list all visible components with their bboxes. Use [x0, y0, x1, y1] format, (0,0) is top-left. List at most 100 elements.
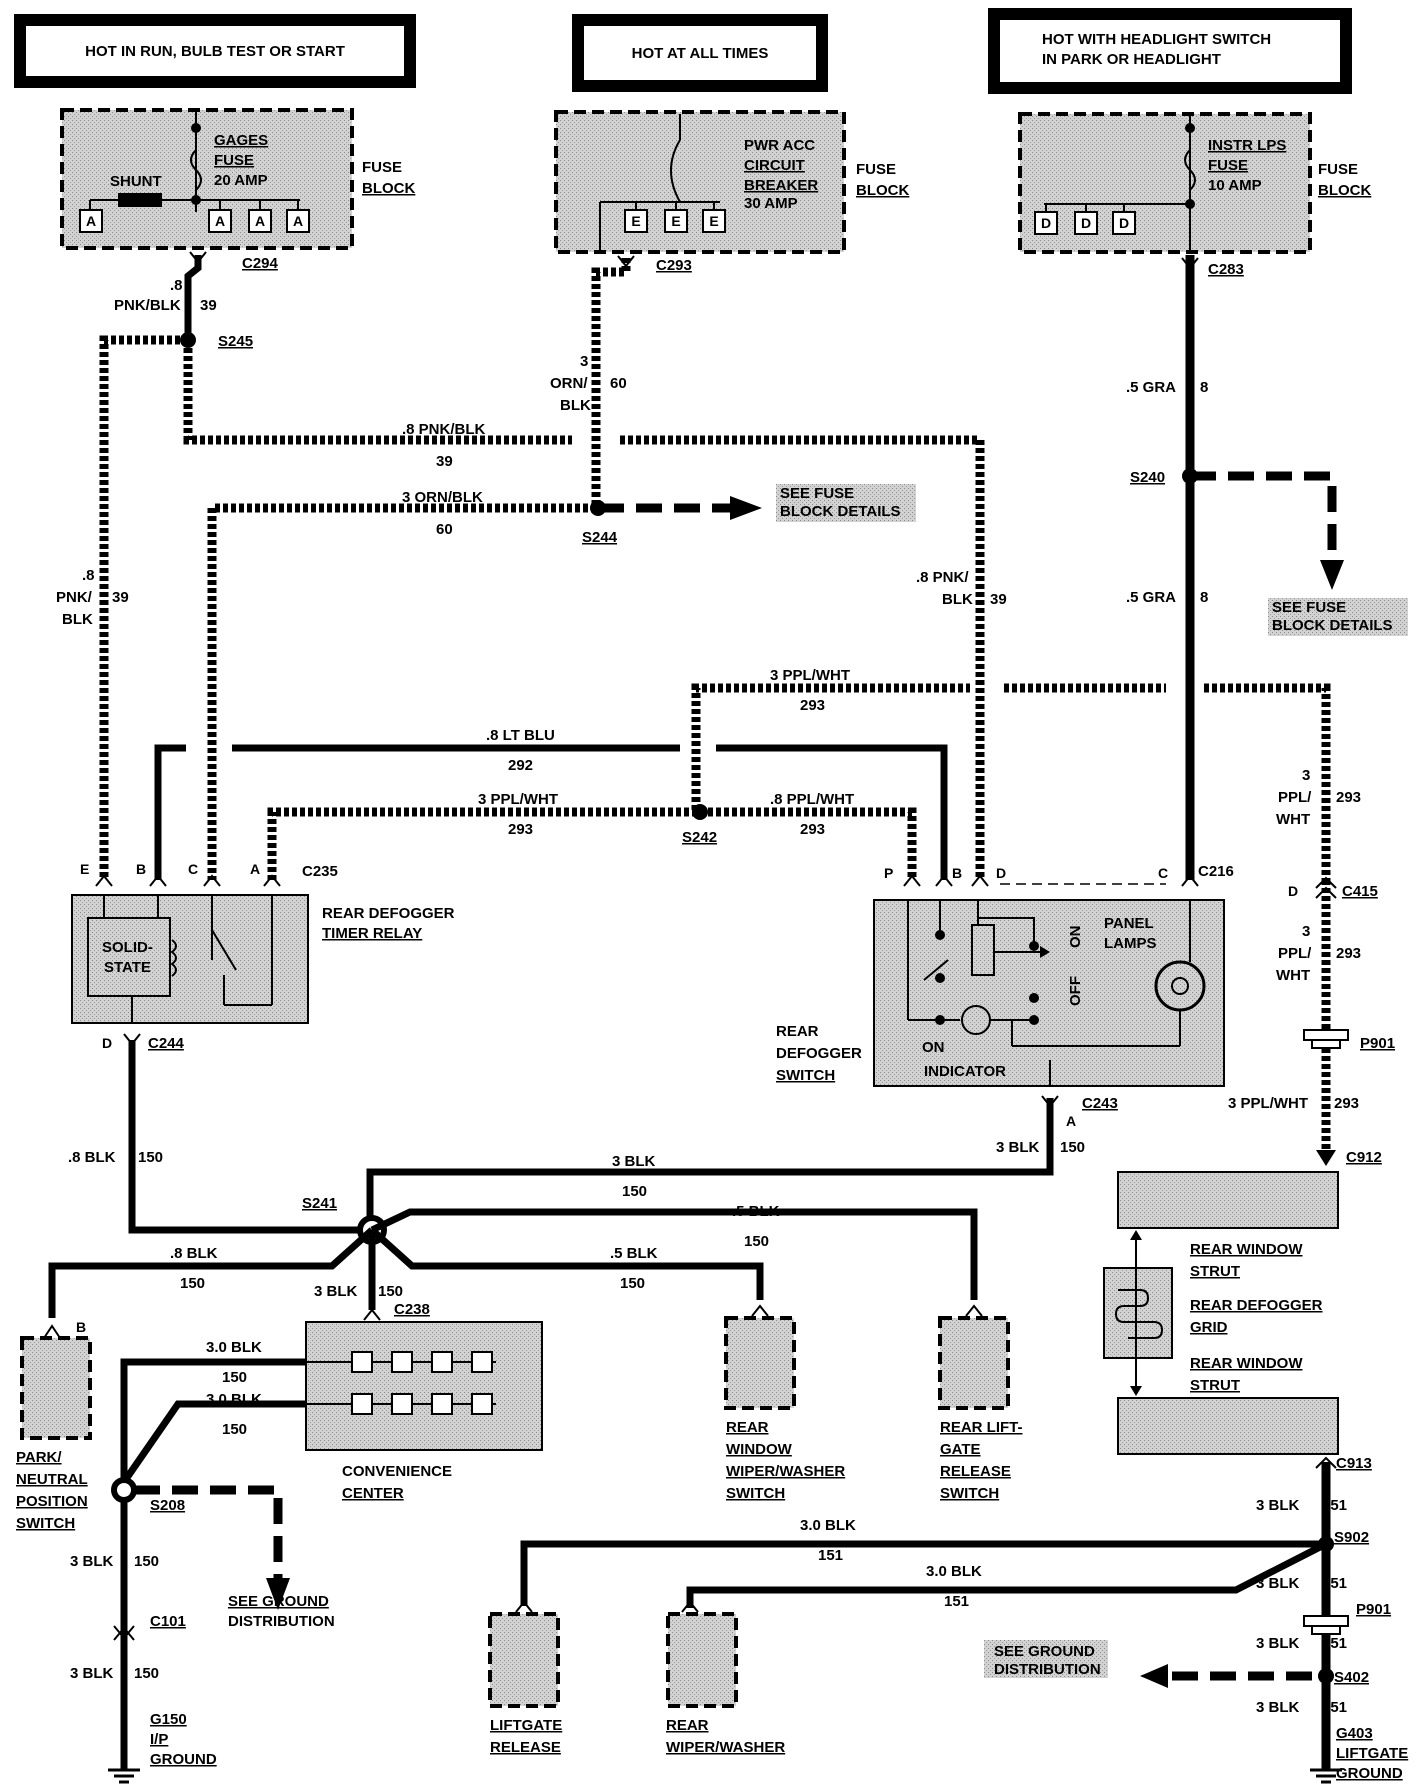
rear-wiper-washer-label-1: REAR	[666, 1717, 709, 1734]
wire-label-39-left-size: .8	[82, 567, 95, 584]
wire-293-lower	[267, 807, 917, 880]
fuse-pin-a2	[208, 209, 232, 233]
header-run-box: HOT IN RUN, BULB TEST OR START	[14, 14, 416, 88]
fuse-block-pwr-acc: E E E PWR ACC CIRCUIT BREAKER 30 AMP	[554, 110, 846, 254]
strut-lower-label-1: REAR WINDOW	[1190, 1355, 1303, 1372]
wire-label-293-switch: .8 PPL/WHT	[770, 791, 854, 808]
on-indicator-label-2: INDICATOR	[924, 1063, 1006, 1080]
connector-p901-lower-label: P901	[1356, 1601, 1391, 1618]
grid-label-2: GRID	[1190, 1319, 1228, 1336]
fuse-block-label-2a: FUSE	[856, 161, 896, 178]
fuse-block-label-1a: FUSE	[362, 159, 402, 176]
wire-label-293-switch-circuit: 293	[800, 821, 825, 838]
wire-label-151-wiper: 3.0 BLK	[926, 1563, 982, 1580]
wire-label-150-wiper-circuit: 150	[620, 1275, 645, 1292]
lift-switch-label-3: RELEASE	[940, 1463, 1011, 1480]
fuse-pin-a1	[79, 209, 103, 233]
timer-relay-label-1: REAR DEFOGGER	[322, 905, 455, 922]
wire-label-293-lower: 3 PPL/WHT	[478, 791, 558, 808]
rear-window-strut-lower	[1117, 1397, 1339, 1455]
park-label-4: SWITCH	[16, 1515, 75, 1532]
wire-label-293-c415-color: PPL/	[1278, 945, 1312, 962]
wire-150-lift-switch	[370, 1208, 978, 1300]
c235-pin-a-label: A	[250, 861, 260, 877]
wire-label-151-s902-circuit: 151	[1322, 1575, 1347, 1592]
fuse-block-label-1b: BLOCK	[362, 180, 415, 197]
wire-label-150-s208-circuit: 150	[134, 1553, 159, 1570]
wire-label-39-top-circuit: 39	[436, 453, 453, 470]
c415-mark	[1315, 876, 1337, 899]
wire-label-150-conv-circuit: 150	[378, 1283, 403, 1300]
wire-60-left	[207, 503, 596, 880]
c243-pin-a-label: A	[1066, 1113, 1076, 1129]
wire-label-60-blk: BLK	[560, 397, 591, 414]
wire-label-39-circuit: 39	[200, 297, 217, 314]
lift-switch-pin	[965, 1304, 983, 1317]
liftgate-release-label-2: RELEASE	[490, 1739, 561, 1756]
wire-label-150-c243-circuit: 150	[1060, 1139, 1085, 1156]
fuse-details-note-1b: BLOCK DETAILS	[780, 503, 901, 520]
wire-label-39-color: PNK/BLK	[114, 297, 181, 314]
ground-note-2a: SEE GROUND	[994, 1643, 1095, 1660]
rear-wiper-washer-label-2: WIPER/WASHER	[666, 1739, 785, 1756]
ground-g403-label: G403	[1336, 1725, 1373, 1742]
wire-label-293-c415-circuit: 293	[1336, 945, 1361, 962]
splice-s240-label: S240	[1130, 469, 1165, 486]
wire-label-151-wiper-circuit: 151	[944, 1593, 969, 1610]
convenience-center-label-1: CONVENIENCE	[342, 1463, 452, 1480]
wire-label-150-conv: 3 BLK	[314, 1283, 358, 1300]
wire-label-8-lower: .5 GRA	[1126, 589, 1176, 606]
ground-note-2b: DISTRIBUTION	[994, 1661, 1101, 1678]
wire-151-liftgate	[520, 1540, 1326, 1606]
wire-label-293-right-size: 3	[1302, 767, 1310, 784]
connector-p901-upper-label: P901	[1360, 1035, 1395, 1052]
connector-c238-label: C238	[394, 1301, 430, 1318]
header-headlight-text-1: HOT WITH HEADLIGHT SWITCH	[1042, 31, 1271, 48]
wire-151-wiper	[686, 1540, 1328, 1608]
wire-label-151-p901-circuit: 151	[1322, 1635, 1347, 1652]
header-run-text: HOT IN RUN, BULB TEST OR START	[85, 43, 345, 60]
wire-39-top	[183, 340, 572, 445]
c216-pin-d-label: D	[996, 865, 1006, 881]
fuse-block-label-3a: FUSE	[1318, 161, 1358, 178]
wire-label-60-left: 3 ORN/BLK	[402, 489, 483, 506]
wire-label-60-circuit: 60	[610, 375, 627, 392]
wiper-switch-label-1: REAR	[726, 1419, 769, 1436]
convenience-center	[305, 1321, 543, 1451]
wire-label-150-lift-circuit: 150	[744, 1233, 769, 1250]
fuse-pin-e3-label: E	[709, 213, 718, 229]
ground-note-1a: SEE GROUND	[228, 1593, 329, 1610]
connector-c283-label: C283	[1208, 261, 1244, 278]
wire-150-c243	[366, 1098, 1054, 1230]
connector-c294-label: C294	[242, 255, 279, 272]
connector-c101-label: C101	[150, 1613, 186, 1630]
wire-label-39-top: .8 PNK/BLK	[402, 421, 486, 438]
lift-switch-label-1: REAR LIFT-	[940, 1419, 1023, 1436]
connector-c235-pins	[95, 874, 281, 887]
wire-label-150-conv-lower-circuit: 150	[222, 1421, 247, 1438]
wire-label-60-size: 3	[580, 353, 588, 370]
on-indicator-label-1: ON	[922, 1039, 945, 1056]
grid-label-1: REAR DEFOGGER	[1190, 1297, 1323, 1314]
lift-switch-label-4: SWITCH	[940, 1485, 999, 1502]
lift-switch-label-2: GATE	[940, 1441, 981, 1458]
wire-label-293-lower-circuit: 293	[508, 821, 533, 838]
park-label-2: NEUTRAL	[16, 1471, 88, 1488]
c235-pin-b-label: B	[136, 861, 146, 877]
shunt-label: SHUNT	[110, 173, 162, 190]
wire-label-8-lower-circuit: 8	[1200, 589, 1208, 606]
gages-label-3: 20 AMP	[214, 172, 268, 189]
instr-label-1: INSTR LPS	[1208, 137, 1286, 154]
wire-label-292-circuit: 292	[508, 757, 533, 774]
ground-g403-ground-label: GROUND	[1336, 1765, 1403, 1782]
wiper-switch-label-2: WINDOW	[726, 1441, 793, 1458]
wire-39-feed	[184, 255, 202, 340]
c913-mark	[1315, 1456, 1337, 1469]
pwr-label-4: 30 AMP	[744, 195, 798, 212]
gages-label-1: GAGES	[214, 132, 268, 149]
switch-on-label: ON	[1067, 926, 1084, 949]
gages-label-2: FUSE	[214, 152, 254, 169]
rear-wiper-washer	[666, 1612, 738, 1708]
liftgate-release	[488, 1612, 560, 1708]
